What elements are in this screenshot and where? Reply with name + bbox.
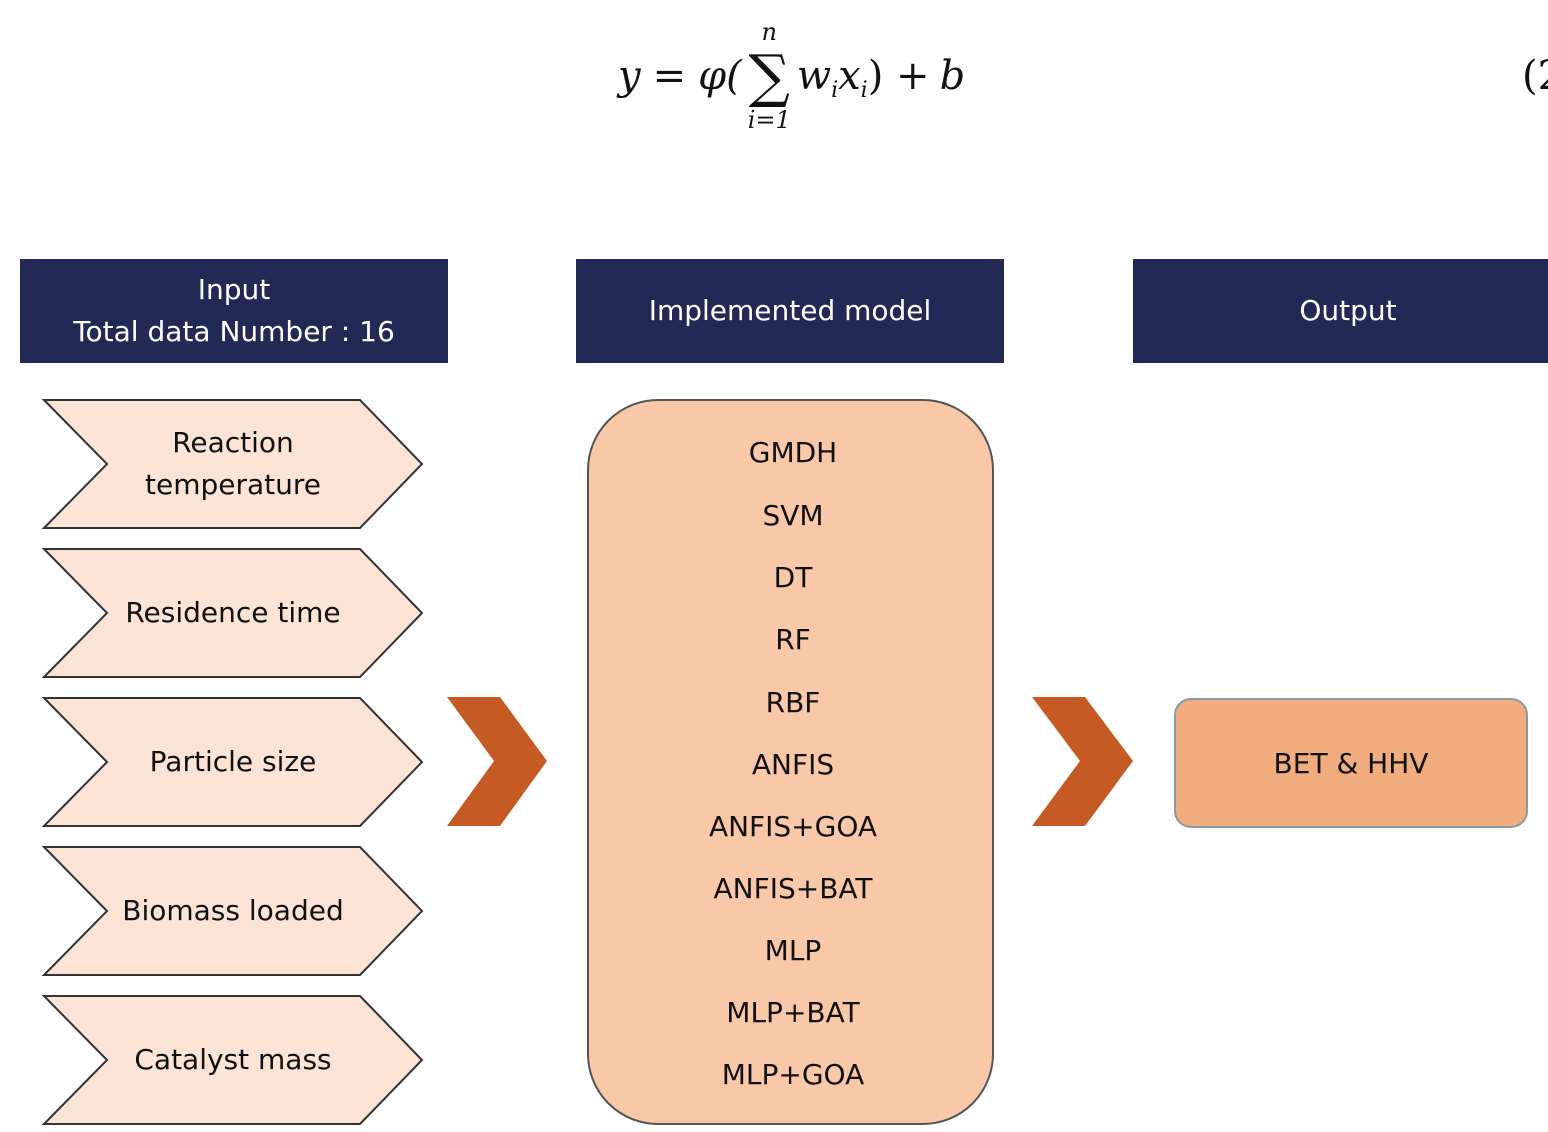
model-box — [587, 399, 994, 1125]
input-label: Biomass loaded — [122, 894, 344, 927]
header-input: Input Total data Number : 16 — [20, 259, 448, 363]
eq-sub2: i — [860, 78, 868, 103]
input-chevron — [41, 399, 424, 529]
eq-sum-block: n ∑ i=1 — [748, 19, 791, 133]
model-item: RBF — [765, 686, 821, 719]
header-model: Implemented model — [576, 259, 1004, 363]
model-item: ANFIS+BAT — [713, 872, 873, 905]
input-label: Reaction temperature — [145, 426, 321, 501]
input-label: Particle size — [149, 745, 317, 778]
model-item: MLP — [764, 934, 822, 967]
model-item: RF — [775, 623, 811, 656]
arrow-input-to-model — [447, 697, 547, 826]
model-item: MLP+BAT — [726, 996, 860, 1029]
eq-sub1: i — [831, 78, 839, 103]
eq-equals: = — [652, 53, 687, 99]
model-item: ANFIS — [751, 748, 835, 781]
eq-close-plus: ) + — [867, 53, 930, 99]
eq-upper: n — [761, 18, 778, 46]
eq-func: φ( — [698, 53, 742, 99]
eq-x: x — [838, 53, 861, 99]
arrow-model-to-output — [1032, 697, 1133, 826]
input-chevron — [41, 697, 424, 827]
header-input-count: Total data Number : 16 — [73, 315, 395, 348]
input-chevron — [41, 846, 424, 976]
output-label: BET & HHV — [1273, 746, 1429, 780]
eq-bias: b — [939, 53, 966, 99]
header-output-title: Output — [1299, 294, 1397, 327]
equation: y = φ( n ∑ i=1 w i x i ) + b — [618, 16, 965, 136]
output-box — [1174, 698, 1528, 828]
input-chevron — [41, 548, 424, 678]
eq-lower: i=1 — [747, 106, 791, 134]
header-input-title: Input — [197, 273, 271, 306]
header-output: Output — [1133, 259, 1548, 363]
input-label: Residence time — [125, 596, 341, 629]
eq-lhs: y — [618, 53, 641, 99]
input-chevron — [41, 995, 424, 1125]
eq-number: (2 — [1522, 53, 1548, 99]
model-item: MLP+GOA — [721, 1058, 865, 1091]
eq-sum: ∑ — [748, 42, 790, 110]
model-item: ANFIS+GOA — [708, 810, 878, 843]
model-item: SVM — [762, 499, 824, 532]
input-label: Catalyst mass — [134, 1043, 332, 1076]
model-item: GMDH — [748, 436, 838, 469]
eq-w: w — [796, 53, 832, 99]
model-item: DT — [773, 561, 813, 594]
header-model-title: Implemented model — [648, 294, 932, 327]
